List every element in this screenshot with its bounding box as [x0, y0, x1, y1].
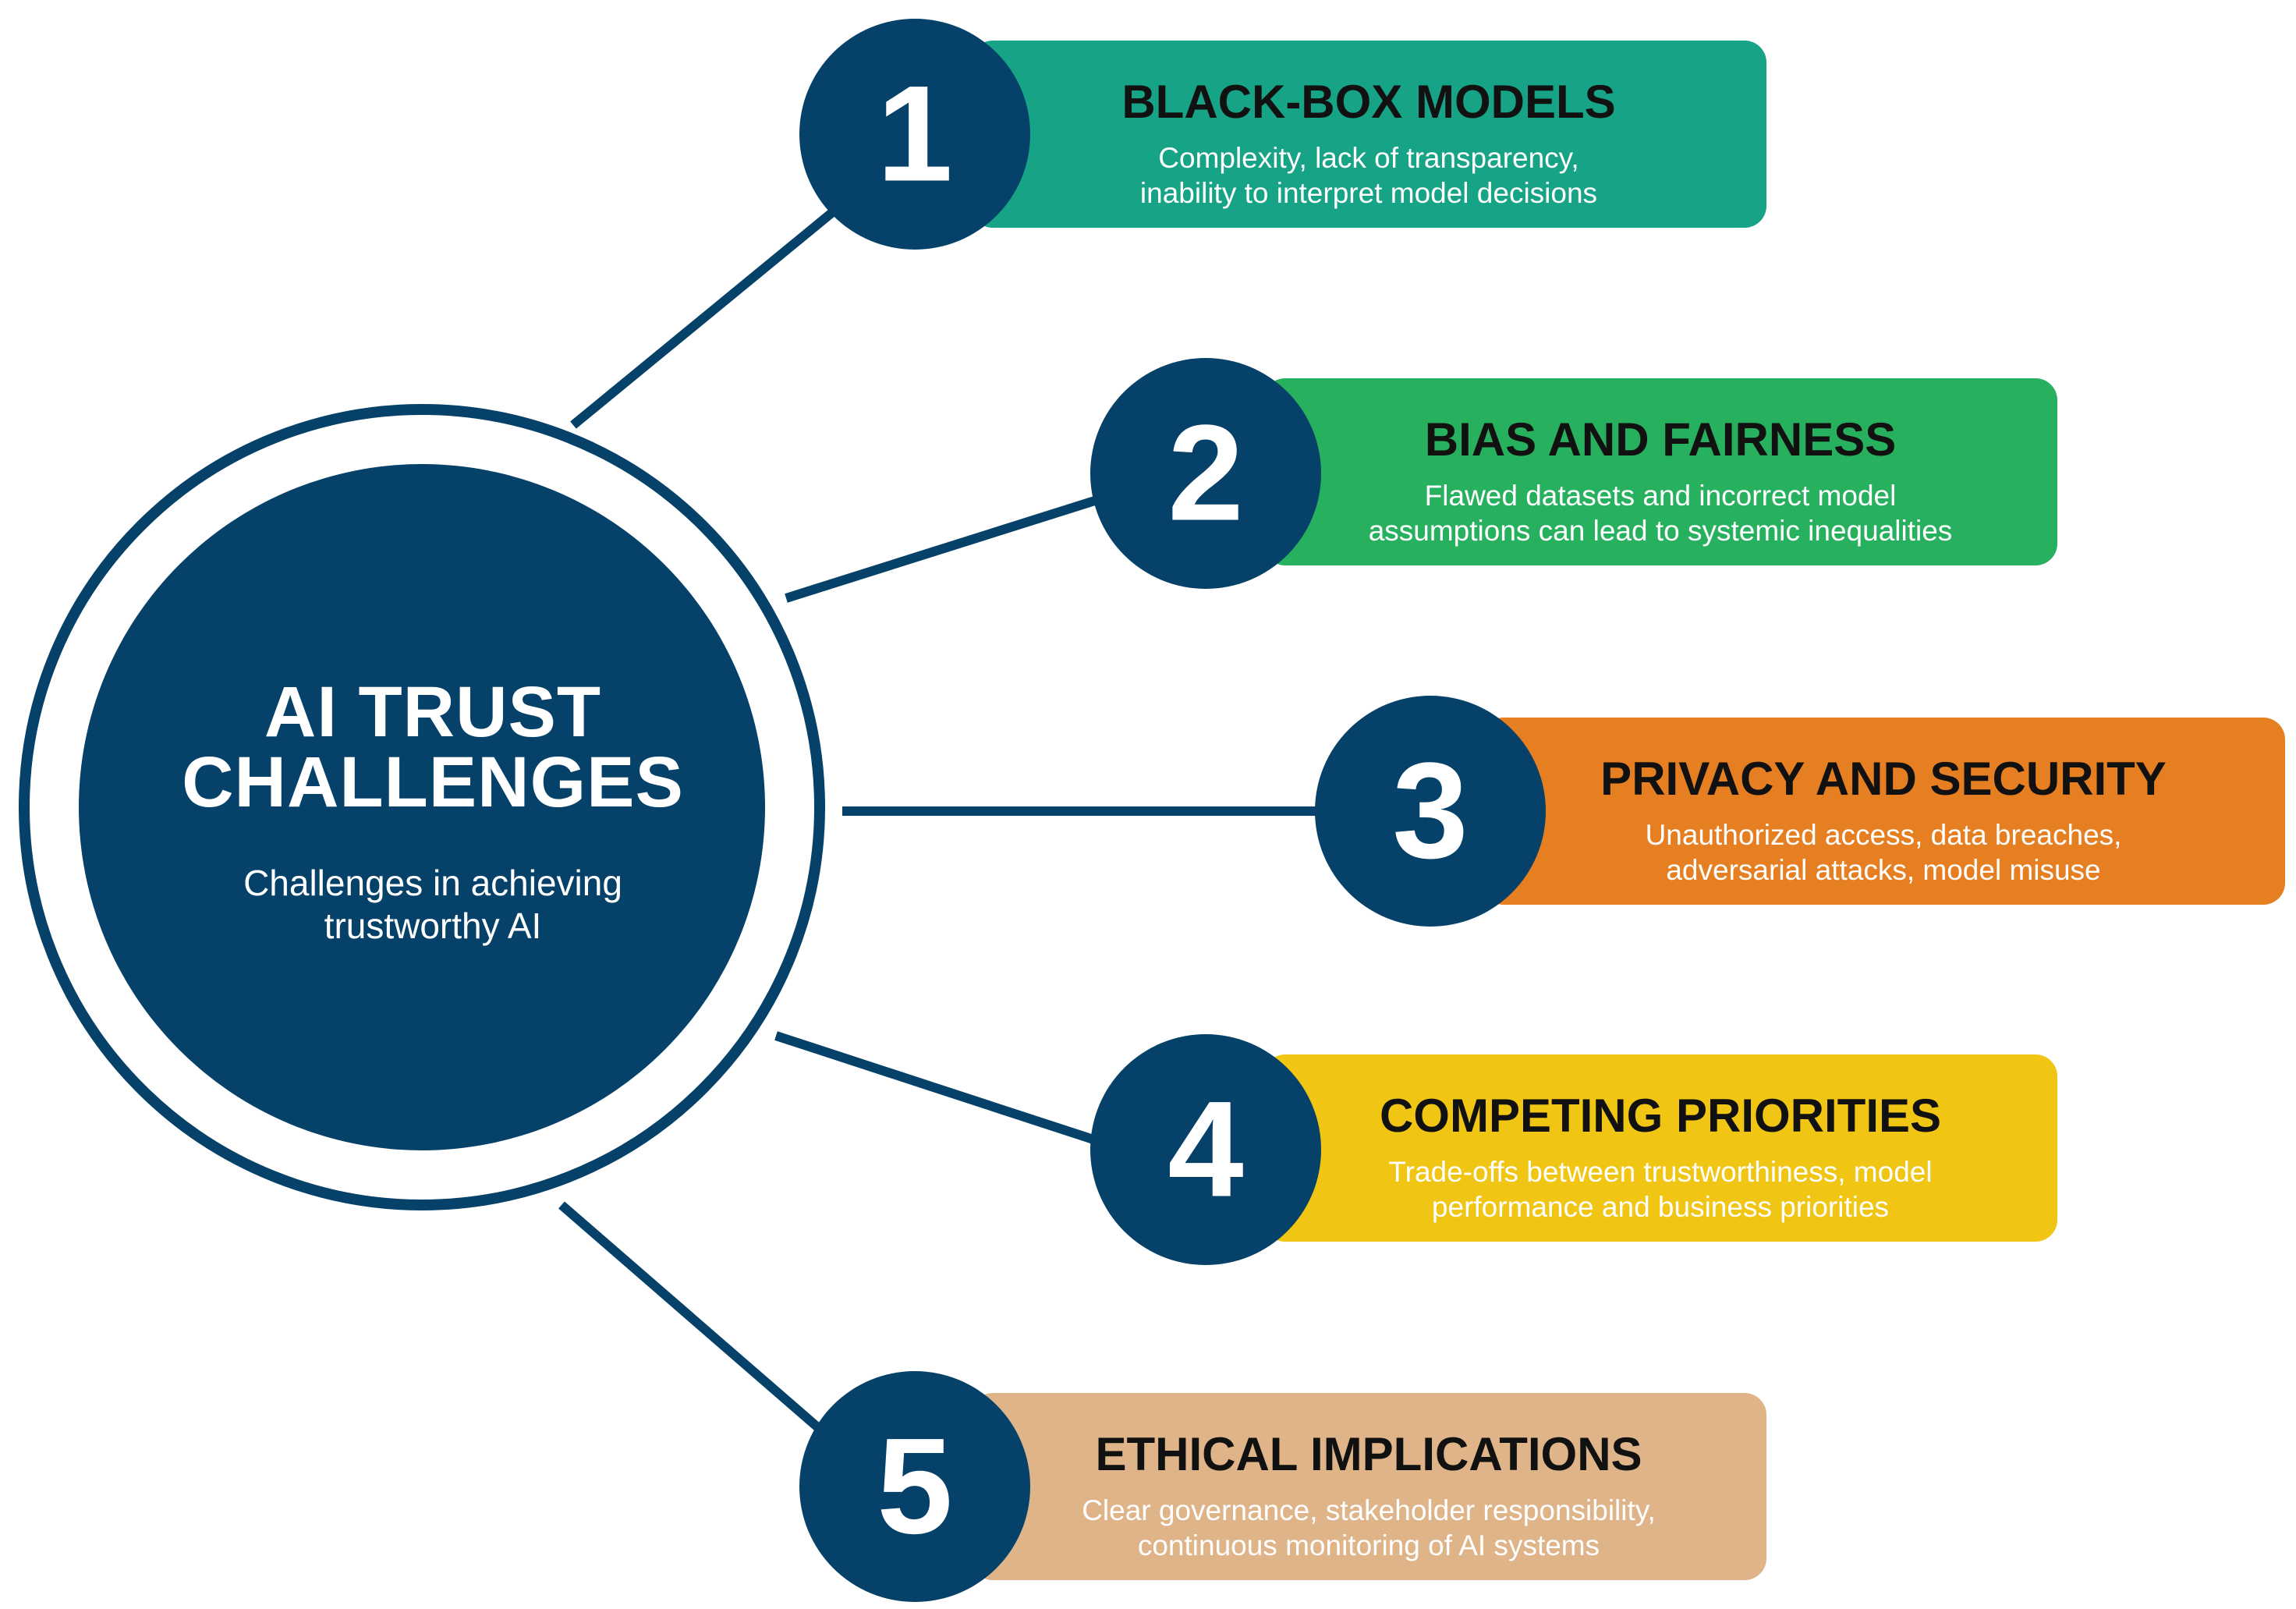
card-title: COMPETING PRIORITIES — [1379, 1090, 1942, 1142]
card-description-line-1: Trade-offs between trustworthiness, mode… — [1388, 1156, 1933, 1188]
card-description-line-2: adversarial attacks, model misuse — [1666, 854, 2101, 886]
card-title: ETHICAL IMPLICATIONS — [1095, 1428, 1642, 1480]
connector-4 — [774, 1031, 1097, 1145]
card-description-line-2: performance and business priorities — [1431, 1191, 1890, 1223]
card-description-line-1: Flawed datasets and incorrect model — [1424, 480, 1897, 512]
card-ethical-implications: ETHICAL IMPLICATIONS Clear governance, s… — [971, 1393, 1766, 1580]
hub-title: AI TRUST CHALLENGES — [121, 672, 745, 822]
number-label: 2 — [1167, 397, 1244, 550]
hub-subtitle-line-1: Challenges in achieving — [243, 863, 622, 903]
number-label: 4 — [1167, 1073, 1244, 1226]
number-label: 5 — [877, 1410, 953, 1563]
card-description: Complexity, lack of transparency, inabil… — [971, 140, 1766, 211]
number-label: 1 — [877, 58, 953, 211]
card-description: Trade-offs between trustworthiness, mode… — [1263, 1154, 2057, 1224]
hub-title-line-2: CHALLENGES — [182, 742, 684, 822]
hub-subtitle-line-2: trustworthy AI — [324, 906, 542, 946]
card-title: BIAS AND FAIRNESS — [1424, 413, 1897, 466]
card-title: BLACK-BOX MODELS — [1121, 76, 1616, 128]
hub-title-line-1: AI TRUST — [264, 672, 602, 752]
card-black-box-models: BLACK-BOX MODELS Complexity, lack of tra… — [971, 41, 1766, 228]
card-description-line-1: Clear governance, stakeholder responsibi… — [1082, 1494, 1656, 1526]
connector-1 — [570, 207, 838, 429]
card-description-line-2: inability to interpret model decisions — [1139, 177, 1598, 209]
number-badge-1: 1 — [799, 19, 1030, 250]
card-privacy-and-security: PRIVACY AND SECURITY Unauthorized access… — [1482, 718, 2285, 905]
card-title: PRIVACY AND SECURITY — [1600, 753, 2167, 805]
card-competing-priorities: COMPETING PRIORITIES Trade-offs between … — [1263, 1054, 2057, 1242]
connector-2 — [785, 494, 1101, 603]
card-description-line-1: Complexity, lack of transparency, — [1158, 142, 1579, 174]
connector-5 — [558, 1201, 830, 1439]
card-bias-and-fairness: BIAS AND FAIRNESS Flawed datasets and in… — [1263, 378, 2057, 565]
hub-subtitle: Challenges in achieving trustworthy AI — [121, 862, 745, 948]
number-badge-5: 5 — [799, 1371, 1030, 1602]
card-description-line-1: Unauthorized access, data breaches, — [1645, 819, 2122, 851]
number-badge-4: 4 — [1090, 1034, 1321, 1265]
number-badge-2: 2 — [1090, 358, 1321, 589]
card-description: Clear governance, stakeholder responsibi… — [971, 1493, 1766, 1563]
card-description: Unauthorized access, data breaches, adve… — [1482, 817, 2285, 888]
card-description-line-2: assumptions can lead to systemic inequal… — [1368, 515, 1953, 547]
hub-circle — [19, 404, 825, 1210]
card-description-line-2: continuous monitoring of AI systems — [1137, 1529, 1600, 1561]
number-label: 3 — [1392, 735, 1469, 888]
number-badge-3: 3 — [1315, 696, 1546, 927]
card-description: Flawed datasets and incorrect model assu… — [1263, 478, 2057, 548]
